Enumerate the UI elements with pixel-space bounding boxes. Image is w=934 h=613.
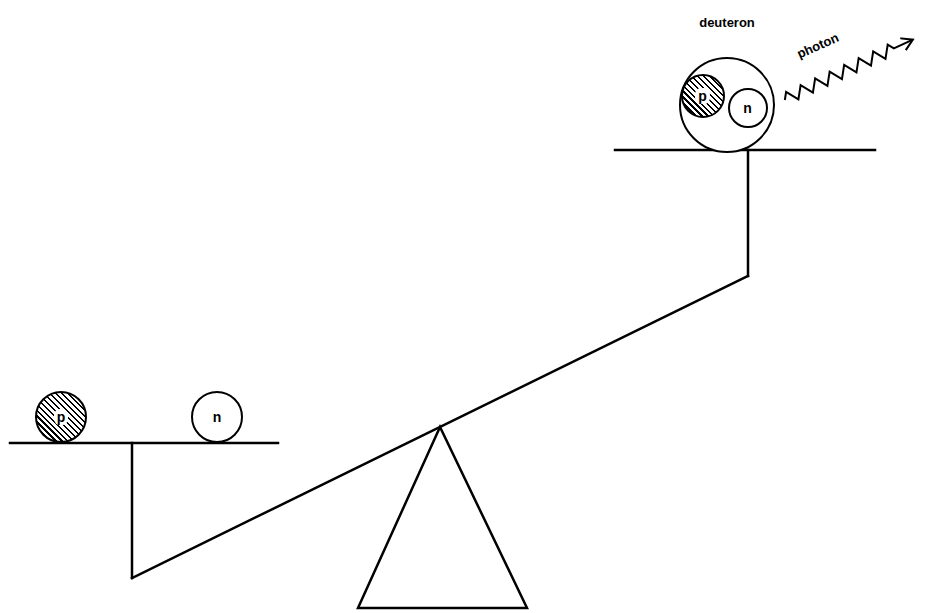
particle-letter: n — [213, 410, 222, 424]
right-stem — [747, 150, 750, 276]
photon-label: photon — [793, 30, 843, 63]
deuteron-circle: deuteronpn — [679, 57, 775, 153]
proton-circle: p — [35, 391, 87, 443]
photon-arrowhead — [901, 34, 915, 49]
proton-circle: p — [681, 74, 725, 118]
circle-heading: deuteron — [699, 16, 755, 29]
neutron-circle: n — [728, 88, 768, 128]
particle-letter: p — [54, 409, 69, 425]
particle-letter: p — [695, 88, 710, 104]
fulcrum-triangle — [358, 427, 527, 608]
left-stem — [131, 443, 134, 578]
particle-letter: n — [743, 101, 752, 115]
left-platform — [10, 442, 278, 445]
neutron-circle: n — [191, 391, 243, 443]
